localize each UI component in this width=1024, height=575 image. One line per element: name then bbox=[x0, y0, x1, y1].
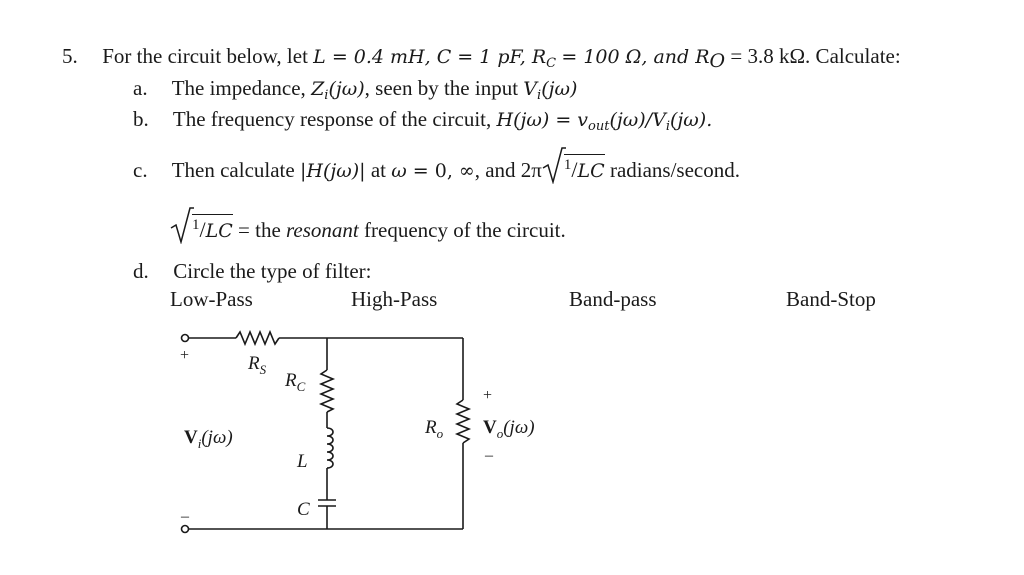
c-label: C bbox=[297, 499, 310, 520]
resonant-pre: = the bbox=[238, 218, 287, 242]
h-expression: H(jω) = vout(jω)/Vi(jω). bbox=[496, 109, 713, 134]
given-values: L = 0.4 mH, C = 1 pF, RC bbox=[313, 46, 557, 71]
part-d-label: d. bbox=[133, 259, 149, 283]
part-c-text: Then calculate bbox=[171, 158, 300, 182]
inductor-l bbox=[326, 427, 334, 469]
problem-number: 5. bbox=[62, 44, 78, 68]
input-terminal-top bbox=[180, 333, 190, 343]
part-c-label: c. bbox=[133, 158, 148, 182]
given-ro-sub: O bbox=[709, 50, 726, 72]
part-b: b. The frequency response of the circuit… bbox=[133, 107, 712, 134]
given-ro-value: = 3.8 kΩ. Calculate: bbox=[730, 44, 901, 68]
input-terminal-bottom bbox=[180, 524, 190, 534]
rs-label: RS bbox=[247, 353, 267, 377]
option-band-pass[interactable]: Band-pass bbox=[569, 287, 657, 311]
resonant-post: frequency of the circuit. bbox=[358, 218, 566, 242]
sqrt-1-over-lc-2: 1/LC bbox=[170, 207, 233, 244]
part-b-text: The frequency response of the circuit, bbox=[172, 107, 497, 131]
ro-label: Ro bbox=[424, 417, 444, 441]
part-c: c. Then calculate |H(jω)| at ω = 0, ∞, a… bbox=[133, 147, 740, 184]
option-low-pass[interactable]: Low-Pass bbox=[170, 287, 253, 311]
part-c-text4: radians/second. bbox=[609, 158, 740, 182]
output-minus: – bbox=[484, 447, 494, 464]
zi-expression: Zi(jω) bbox=[311, 78, 365, 103]
input-minus: – bbox=[180, 508, 190, 525]
vi-expression: Vi(jω) bbox=[523, 78, 578, 103]
resonant-note: 1/LC = the resonant frequency of the cir… bbox=[170, 207, 566, 244]
vin-label: Vi(jω) bbox=[184, 427, 233, 451]
rc-label: RC bbox=[284, 370, 306, 394]
omega-values: ω = 0, ∞ bbox=[391, 160, 475, 182]
problem-intro: For the circuit below, let bbox=[102, 44, 308, 68]
part-d-text: Circle the type of filter: bbox=[173, 259, 372, 283]
part-c-text3: , and 2π bbox=[474, 158, 542, 182]
part-a-text: The impedance, bbox=[171, 76, 312, 100]
part-a-text2: , seen by the input bbox=[364, 76, 524, 100]
resonant-word: resonant bbox=[286, 218, 359, 242]
part-a: a. The impedance, Zi(jω), seen by the in… bbox=[133, 76, 577, 103]
rs-resistor bbox=[235, 329, 280, 347]
output-plus: + bbox=[483, 387, 492, 404]
hmag-expression: |H(jω)| bbox=[299, 160, 366, 182]
radical-sign bbox=[170, 207, 194, 244]
problem-line: 5. For the circuit below, let L = 0.4 mH… bbox=[62, 44, 901, 72]
vout-label: Vo(jω) bbox=[483, 417, 535, 441]
option-band-stop[interactable]: Band-Stop bbox=[786, 287, 876, 311]
ro-resistor bbox=[454, 399, 472, 444]
option-high-pass[interactable]: High-Pass bbox=[351, 287, 438, 311]
part-b-label: b. bbox=[133, 107, 149, 131]
part-c-text2: at bbox=[365, 158, 392, 182]
radical-sign bbox=[542, 147, 566, 184]
l-label: L bbox=[296, 451, 308, 472]
input-plus: + bbox=[180, 347, 189, 364]
part-a-label: a. bbox=[133, 76, 148, 100]
given-rc-value: = 100 Ω, and R bbox=[561, 46, 710, 68]
rc-resistor bbox=[318, 369, 336, 413]
sqrt-1-over-lc: 1/LC bbox=[542, 147, 605, 184]
part-d: d. Circle the type of filter: bbox=[133, 259, 372, 284]
